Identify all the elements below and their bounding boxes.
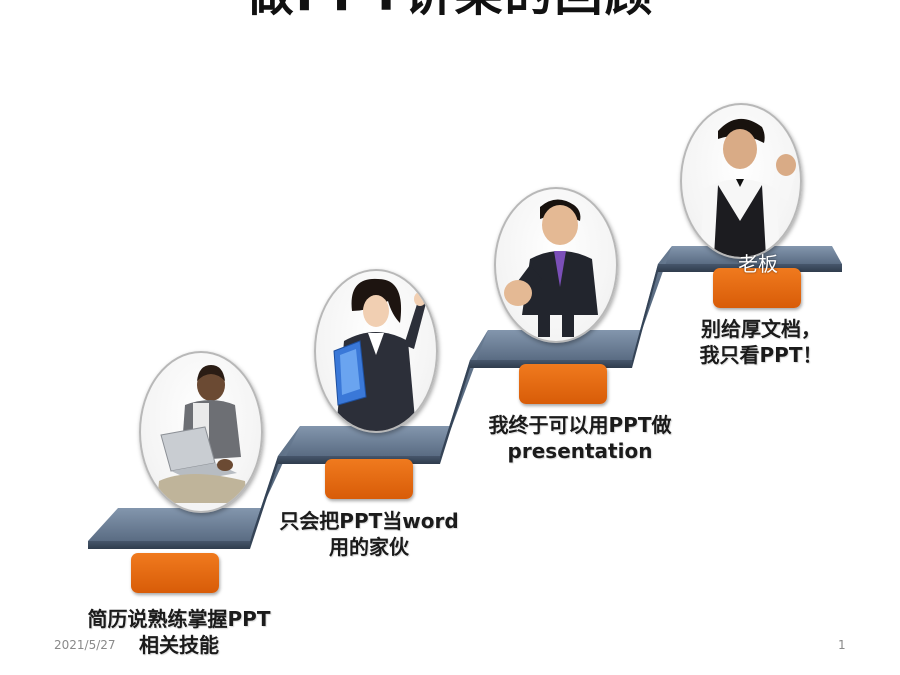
fist-man-icon xyxy=(504,199,598,337)
laptop-man-icon xyxy=(157,365,247,503)
step-caption-2: 只会把PPT当word 用的家伙 xyxy=(263,508,475,560)
step-caption-2-line2: 用的家伙 xyxy=(329,535,409,559)
step-caption-1-line2: 相关技能 xyxy=(139,633,219,657)
step-caption-4: 别给厚文档， 我只看PPT！ xyxy=(676,316,846,368)
step-tag-4 xyxy=(713,268,801,308)
footer-date: 2021/5/27 xyxy=(54,638,116,652)
role-label-boss: 老板 xyxy=(738,252,778,276)
step-tag-3 xyxy=(519,364,607,404)
portrait-laptop-man xyxy=(139,351,263,513)
portrait-woman-folder xyxy=(314,269,438,433)
woman-folder-icon xyxy=(333,278,426,431)
stair-front-1 xyxy=(88,541,250,549)
step-caption-4-line1: 别给厚文档， xyxy=(701,317,821,341)
step-caption-1: 简历说熟练掌握PPT 相关技能 xyxy=(69,606,289,658)
stair-tread-1 xyxy=(88,508,262,541)
portrait-boss xyxy=(680,103,802,259)
stair-riser-front-2 xyxy=(440,360,470,464)
step-caption-1-line1: 简历说熟练掌握PPT xyxy=(87,607,271,631)
step-caption-2-line1: 只会把PPT当word xyxy=(279,509,459,533)
step-caption-3-line1: 我终于可以用PPT做 xyxy=(488,413,672,437)
page-number: 1 xyxy=(838,638,846,652)
stair-riser-front-1 xyxy=(250,456,278,549)
step-tag-2 xyxy=(325,459,413,499)
step-tag-1 xyxy=(131,553,219,593)
stair-riser-front-3 xyxy=(632,264,658,368)
portrait-fist-man xyxy=(494,187,618,343)
stair-tread-2 xyxy=(278,426,452,456)
step-caption-4-line2: 我只看PPT！ xyxy=(699,343,823,367)
stair-tread-3 xyxy=(470,330,642,360)
step-caption-3: 我终于可以用PPT做 presentation xyxy=(470,412,690,464)
boss-man-icon xyxy=(700,118,796,257)
slide-title: 做PPT讲某的回顾 xyxy=(150,0,750,18)
step-caption-3-line2: presentation xyxy=(507,439,653,463)
